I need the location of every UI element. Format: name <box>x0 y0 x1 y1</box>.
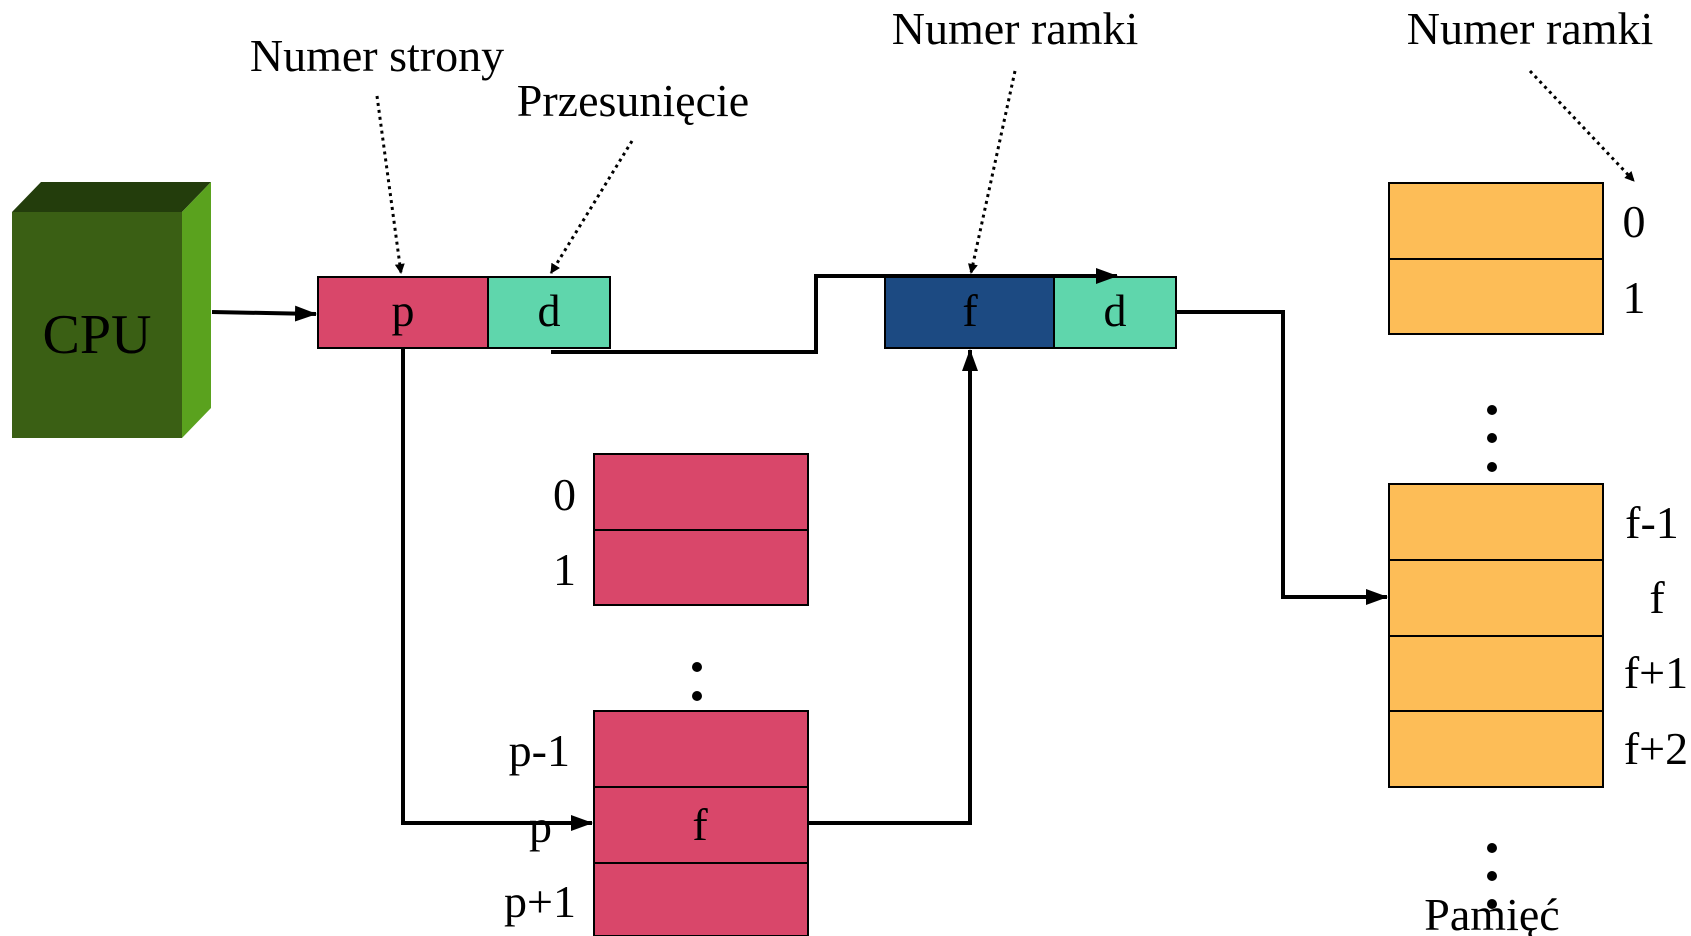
memory-ellipsis-dot <box>1487 433 1497 443</box>
logical-offset-cell <box>487 276 611 349</box>
connectors <box>211 268 1388 831</box>
page-number-label: Numer strony <box>250 30 504 81</box>
address-to-memory-arrow <box>1177 310 1388 605</box>
frame-number-label-right: Numer ramki <box>1407 3 1654 54</box>
cpu-to-address-arrow <box>211 305 317 322</box>
memory-ellipsis-dot <box>1487 899 1497 909</box>
page-number-pointer <box>375 95 405 274</box>
physical-frame-cell <box>884 276 1055 349</box>
memory-frame-label: f <box>1649 572 1665 623</box>
page-table-row-p-1 <box>593 710 809 788</box>
memory-frame-label: f+2 <box>1624 723 1688 774</box>
page-table-index-label: p-1 <box>509 725 570 776</box>
page-table: f 0 1 p-1 p p+1 <box>504 453 809 936</box>
memory-frame-f-1 <box>1388 483 1604 561</box>
memory-ellipsis-dot <box>1487 871 1497 881</box>
memory-frame-f+1 <box>1388 635 1604 712</box>
memory-frame-label: f-1 <box>1625 497 1679 548</box>
physical-address: f d <box>884 276 1177 349</box>
logical-page-text: p <box>392 285 415 336</box>
logical-offset-text: d <box>538 285 561 336</box>
physical-offset-cell <box>1053 276 1177 349</box>
frame-number-pointer-mid <box>968 70 1017 274</box>
memory-frame-label: 1 <box>1623 272 1646 323</box>
memory-frame-f+2 <box>1388 710 1604 788</box>
memory-frame-label: 0 <box>1623 196 1646 247</box>
logical-page-cell <box>317 276 489 349</box>
physical-memory: 0 1 f-1 f f+1 f+2 <box>1388 182 1688 909</box>
page-table-ellipsis-dot <box>692 691 702 701</box>
offset-label: Przesunięcie <box>517 75 749 126</box>
page-to-table-arrow <box>401 349 593 831</box>
page-table-index-label: p <box>529 801 552 852</box>
page-table-index-label: 1 <box>553 544 576 595</box>
offset-pointer <box>549 140 634 274</box>
cpu-block: CPU <box>12 182 211 438</box>
memory-frame-label: f+1 <box>1624 647 1688 698</box>
physical-offset-text: d <box>1104 285 1127 336</box>
page-table-index-label: 0 <box>553 469 576 520</box>
page-table-row-0 <box>593 453 809 531</box>
page-table-index-label: p+1 <box>504 876 576 927</box>
memory-frame-f <box>1388 559 1604 637</box>
page-table-ellipsis-dot <box>692 662 702 672</box>
page-table-row-p+1 <box>593 862 809 936</box>
cpu-front-face <box>12 212 182 438</box>
memory-ellipsis-dot <box>1487 843 1497 853</box>
cpu-label: CPU <box>43 304 152 366</box>
table-to-frame-arrow <box>808 349 978 825</box>
frame-number-label-mid: Numer ramki <box>892 3 1139 54</box>
offset-to-offset-arrow <box>551 268 1118 354</box>
physical-frame-text: f <box>962 285 978 336</box>
page-table-row-1 <box>593 529 809 606</box>
memory-frame-0 <box>1388 182 1604 260</box>
memory-ellipsis-dot <box>1487 405 1497 415</box>
memory-label: Pamięć <box>1424 889 1559 936</box>
logical-address: p d <box>317 276 611 349</box>
memory-frame-1 <box>1388 258 1604 335</box>
cpu-side-face <box>182 182 211 438</box>
frame-number-pointer-right <box>1528 69 1636 183</box>
memory-ellipsis-dot <box>1487 462 1497 472</box>
cpu-top-face <box>12 182 211 212</box>
page-table-entry-text: f <box>692 799 708 850</box>
